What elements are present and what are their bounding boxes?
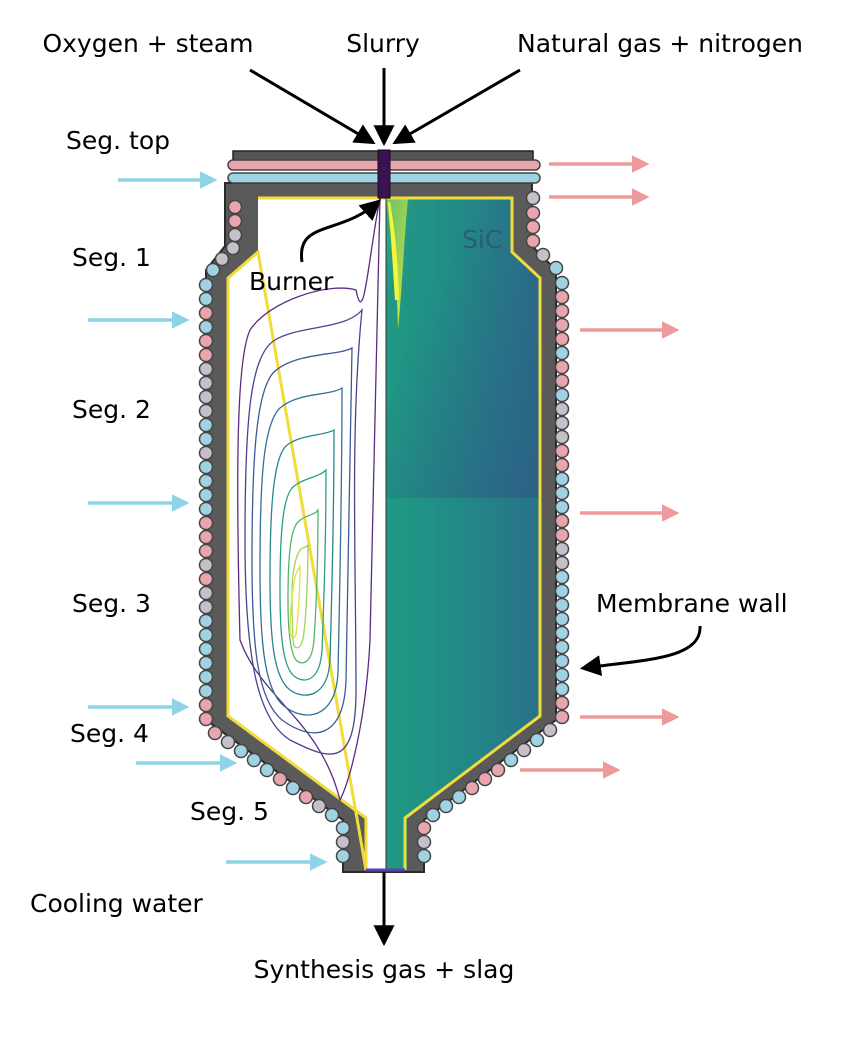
- oxygen-steam-label: Oxygen + steam: [42, 29, 253, 58]
- streamlines: [237, 197, 381, 802]
- membrane-tubes-right: [416, 190, 570, 864]
- oxygen-steam-arrow: [249, 68, 376, 145]
- seg-top-label: Seg. top: [66, 126, 170, 155]
- membrane-tubes-left: [198, 199, 351, 864]
- seg1-label: Seg. 1: [72, 243, 151, 272]
- sic-label: SiC: [462, 225, 502, 254]
- refractory-liner: [226, 196, 542, 871]
- burner-pointer-arrow: [300, 199, 382, 263]
- outlet-label: Synthesis gas + slag: [254, 955, 515, 984]
- cooling-water-label: Cooling water: [30, 889, 204, 918]
- burner-label: Burner: [249, 267, 334, 296]
- seg5-label: Seg. 5: [190, 797, 269, 826]
- natural-gas-label: Natural gas + nitrogen: [517, 29, 803, 58]
- seg3-label: Seg. 3: [72, 589, 151, 618]
- natural-gas-arrow: [392, 68, 521, 145]
- slurry-label: Slurry: [346, 29, 420, 58]
- seg4-label: Seg. 4: [70, 719, 149, 748]
- membrane-wall-pointer-arrow: [579, 625, 702, 677]
- membrane-wall-label: Membrane wall: [596, 589, 788, 618]
- cooling-outlet-arrows: [520, 155, 680, 779]
- burner-nozzle: [377, 149, 391, 199]
- cooling-inlet-arrows: [88, 171, 328, 871]
- seg2-label: Seg. 2: [72, 395, 151, 424]
